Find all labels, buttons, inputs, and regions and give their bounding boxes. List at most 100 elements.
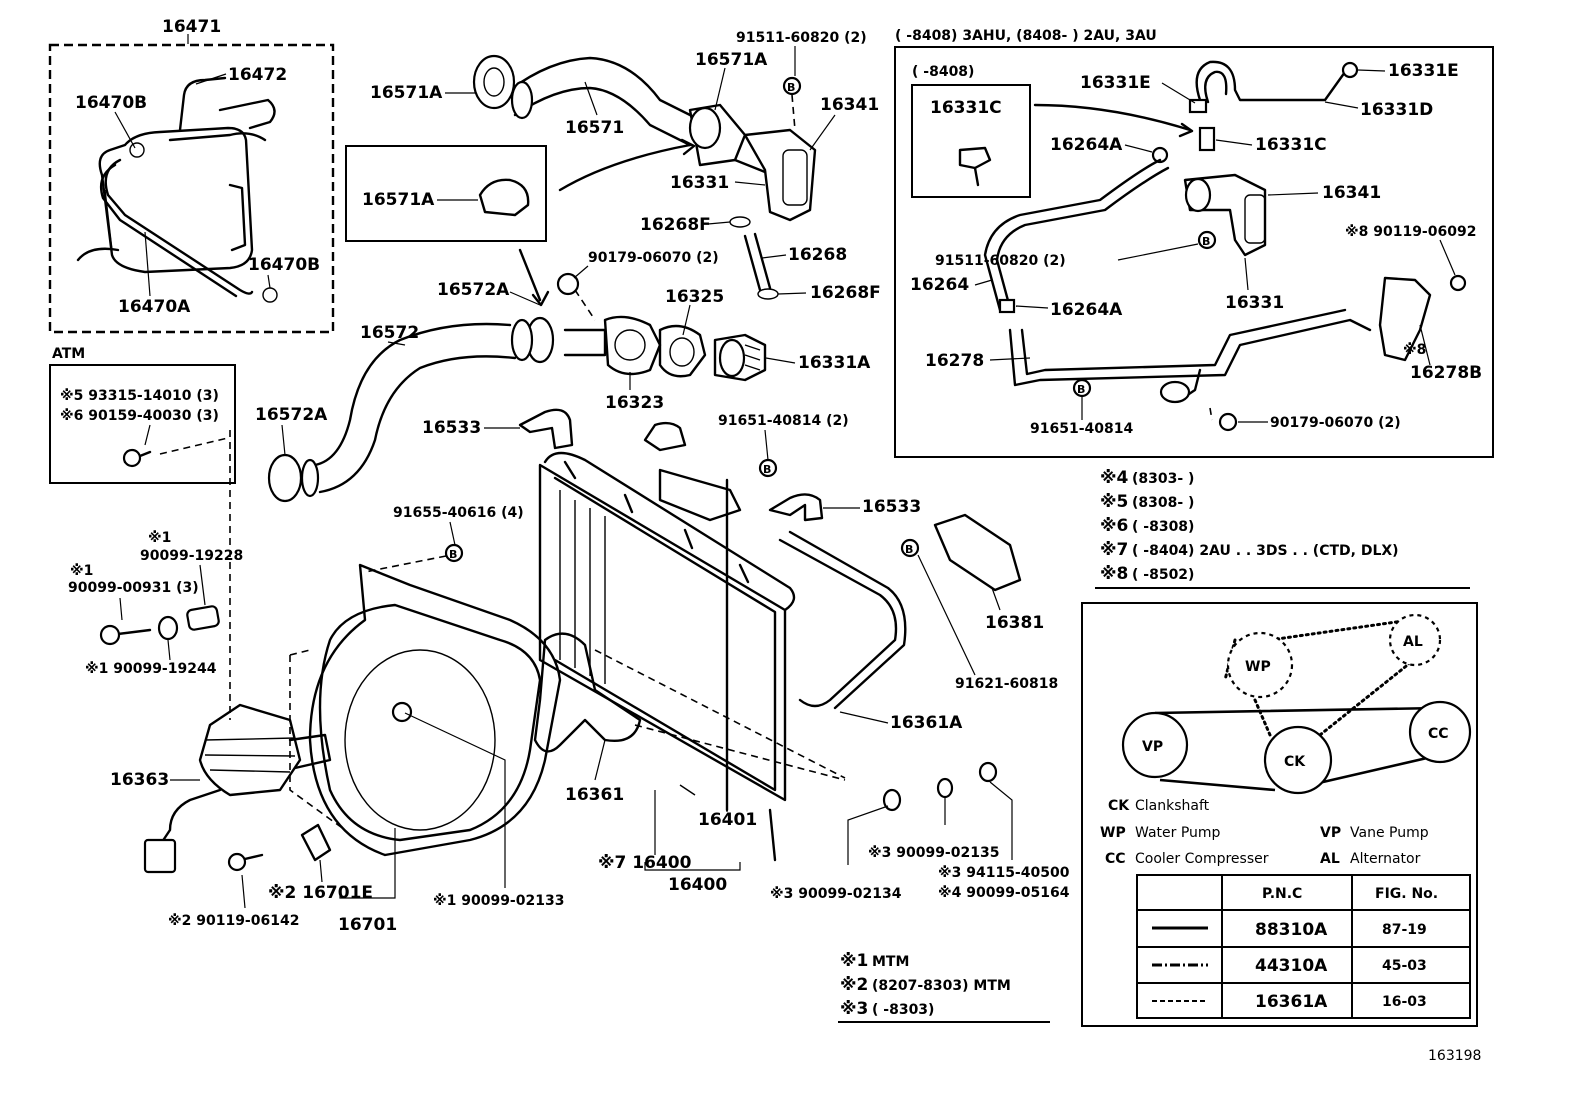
- pulley-vp: VP: [1121, 711, 1189, 779]
- note-upper-text-3: ( -8404) 2AU . . 3DS . . (CTD, DLX): [1132, 543, 1399, 559]
- inset-sub-header: ( -8408): [912, 64, 974, 80]
- table-header-fig: FIG. No.: [1375, 886, 1438, 902]
- note-upper-mark-4: ※8: [1100, 564, 1128, 584]
- label-16264A-top: 16264A: [1050, 135, 1123, 155]
- label-16268F-bottom: 16268F: [810, 283, 881, 303]
- note-lower-mark-0: ※1: [840, 951, 868, 971]
- note-upper-mark-2: ※6: [1100, 516, 1128, 536]
- label-91655: 91655-40616 (4): [393, 505, 524, 521]
- table-row1-pnc: 44310A: [1255, 956, 1328, 976]
- radiator-group: ※7 16400 16400 16401 91655-40616 (4) B: [364, 421, 907, 895]
- label-16571: 16571: [565, 118, 624, 138]
- label-16331A: 16331A: [798, 353, 871, 373]
- legend-vp-code: VP: [1320, 825, 1341, 841]
- label-16701: 16701: [338, 915, 397, 935]
- label-16323: 16323: [605, 393, 664, 413]
- notes-upper: ※4 (8303- ) ※5 (8308- ) ※6 ( -8308) ※7 (…: [1095, 468, 1470, 589]
- label-16571A-inset: 16571A: [362, 190, 435, 210]
- label-16472: 16472: [228, 65, 287, 85]
- notes-lower: ※1 MTM ※2 (8207-8303) MTM ※3 ( -8303): [838, 951, 1050, 1023]
- label-16400: 16400: [668, 875, 727, 895]
- svg-text:B: B: [787, 81, 795, 94]
- label-16361A: 16361A: [890, 713, 963, 733]
- label-16533-left: 16533: [422, 418, 481, 438]
- label-16264A-bottom: 16264A: [1050, 300, 1123, 320]
- legend-wp-code: WP: [1100, 825, 1126, 841]
- right-inset-group: ( -8408) 3AHU, (8408- ) 2AU, 3AU ( -8408…: [894, 28, 1494, 458]
- svg-text:B: B: [449, 548, 457, 561]
- radiator-right-group: B 16381 91621-60818 16361A ※3 90099-0213…: [770, 513, 1070, 902]
- reservoir-group: 16471 16472 16470B 16470B 16470A: [48, 17, 335, 334]
- left-bolts-group: ※1 90099-19228 ※1 90099-00931 (3) ※1 900…: [68, 430, 243, 720]
- inset-16331C-box: [911, 84, 1031, 198]
- mark-1a: ※1: [148, 530, 171, 546]
- label-90099-02135: ※3 90099-02135: [868, 845, 999, 861]
- table-row0-pnc: 88310A: [1255, 920, 1328, 940]
- label-16363: 16363: [110, 770, 169, 790]
- note-upper-mark-0: ※4: [1100, 468, 1129, 488]
- reservoir-dashed-box: [48, 43, 335, 334]
- label-90099-19228: 90099-19228: [140, 548, 243, 564]
- fan-group: 16363 16361 ※1 90099-02133 ※2 16701E 167…: [110, 563, 846, 935]
- label-16572: 16572: [360, 323, 419, 343]
- label-16331E-left: 16331E: [1080, 73, 1151, 93]
- belt-box-group: WP AL VP CK CC CK Clankshaft WP Water Pu…: [1081, 602, 1478, 1027]
- label-16331C-box: 16331C: [930, 98, 1002, 118]
- atm-title: ATM: [52, 346, 85, 362]
- label-16331C: 16331C: [1255, 135, 1327, 155]
- label-90179-top: 90179-06070 (2): [588, 250, 719, 266]
- label-16533-right: 16533: [862, 497, 921, 517]
- legend-ck-code: CK: [1108, 798, 1130, 814]
- label-16278: 16278: [925, 351, 984, 371]
- legend-al-code: AL: [1320, 851, 1340, 867]
- legend-al-desc: Alternator: [1350, 851, 1421, 867]
- note-upper-text-1: (8308- ): [1132, 495, 1194, 511]
- note-lower-text-1: (8207-8303) MTM: [872, 978, 1011, 994]
- pulley-wp-label: WP: [1245, 659, 1271, 675]
- belt-box: [1081, 602, 1478, 1027]
- label-16331E-right: 16331E: [1388, 61, 1459, 81]
- table-row2-pnc: 16361A: [1255, 992, 1328, 1012]
- lower-hose-group: 16572 16572A: [255, 316, 555, 503]
- table-row1-fig: 45-03: [1382, 958, 1427, 974]
- pulley-al-label: AL: [1403, 634, 1423, 650]
- label-91651-inset: 91651-40814: [1030, 421, 1133, 437]
- pulley-vp-label: VP: [1142, 739, 1163, 755]
- note-lower-mark-2: ※3: [840, 999, 868, 1019]
- table-row2-fig: 16-03: [1382, 994, 1427, 1010]
- note-lower-text-2: ( -8303): [872, 1002, 934, 1018]
- label-atm-bolt2: ※6 90159-40030 (3): [60, 408, 219, 424]
- label-16268: 16268: [788, 245, 847, 265]
- atm-box-group: ATM ※5 93315-14010 (3) ※6 90159-40030 (3…: [49, 346, 236, 484]
- label-90179-inset: 90179-06070 (2): [1270, 415, 1401, 431]
- label-16701E: ※2 16701E: [268, 883, 373, 903]
- label-16264: 16264: [910, 275, 969, 295]
- svg-text:B: B: [1077, 383, 1085, 396]
- svg-text:B: B: [763, 463, 771, 476]
- bracket-group: 16533 91651-40814 (2) B 16533: [422, 408, 921, 522]
- figure-number: 163198: [1428, 1048, 1481, 1064]
- pulley-ck-label: CK: [1284, 754, 1306, 770]
- svg-text:B: B: [905, 543, 913, 556]
- label-91621: 91621-60818: [955, 676, 1058, 692]
- label-90099-02133: ※1 90099-02133: [433, 893, 564, 909]
- label-16401: 16401: [698, 810, 757, 830]
- label-90119-06092: ※8 90119-06092: [1345, 224, 1476, 240]
- label-91511-top: 91511-60820 (2): [736, 30, 867, 46]
- label-16471: 16471: [162, 17, 221, 37]
- pulley-al: AL: [1388, 613, 1442, 667]
- label-16470B-bottom: 16470B: [248, 255, 320, 275]
- legend-cc-code: CC: [1105, 851, 1126, 867]
- label-16325: 16325: [665, 287, 724, 307]
- clamp-inset: 16571A: [345, 138, 696, 242]
- label-16571A-left: 16571A: [370, 83, 443, 103]
- inlet-group: 90179-06070 (2) 16572A 16325 16331A 1632…: [437, 248, 871, 413]
- label-90119-06142: ※2 90119-06142: [168, 913, 299, 929]
- note-upper-text-4: ( -8502): [1132, 567, 1194, 583]
- label-91651-top: 91651-40814 (2): [718, 413, 849, 429]
- label-91511-inset: 91511-60820 (2): [935, 253, 1066, 269]
- pulley-ck: CK: [1263, 725, 1333, 795]
- clamp-inset-box: [345, 145, 547, 242]
- legend-ck-desc: Clankshaft: [1135, 798, 1210, 814]
- label-94115: ※3 94115-40500: [938, 865, 1070, 881]
